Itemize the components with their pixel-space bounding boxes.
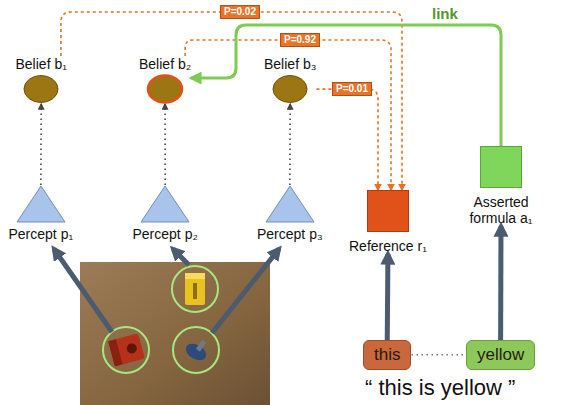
belief-label: Belief b₃: [264, 56, 316, 72]
percept-triangle: [17, 186, 65, 222]
connector: [411, 354, 466, 356]
word-box: yellow: [466, 340, 535, 370]
belief-node: Belief b₂: [139, 56, 191, 104]
percept-svg: [16, 185, 66, 223]
belief-label: Belief b₂: [139, 56, 191, 72]
percept-label: Percept p₂: [133, 226, 198, 242]
percept-label: Percept p₃: [257, 226, 323, 242]
square-shape: [480, 146, 522, 188]
belief-svg: [271, 74, 309, 104]
edge-label: P=0.02: [220, 5, 260, 19]
belief-ellipse: [24, 76, 58, 103]
edge-label: P=0.92: [280, 33, 320, 47]
percept-triangle: [266, 186, 314, 222]
belief-label: Belief b₁: [16, 56, 67, 72]
percept-triangle: [141, 186, 189, 222]
yellow-object: [185, 273, 205, 305]
red-block-hole: [126, 342, 138, 354]
formula-node: Asserted formula a₁: [459, 146, 543, 226]
utterance-text: “ this is yellow ”: [365, 375, 515, 400]
belief-node: Belief b₃: [264, 56, 316, 104]
edge-label: link: [430, 5, 460, 22]
red-block: [108, 333, 145, 366]
percept-shape: [16, 185, 66, 223]
detection-circle: [173, 327, 219, 373]
word-text: yellow: [477, 345, 524, 365]
connector: [191, 25, 501, 146]
percept-arrow: [173, 249, 189, 265]
percept-shape: [140, 185, 190, 223]
connector: [40, 104, 42, 185]
connector: [164, 104, 166, 185]
connector: [185, 40, 391, 190]
yellow-block-top: [185, 273, 205, 279]
red-object: [108, 333, 145, 366]
percept-arrow: [54, 249, 112, 332]
belief-svg: [146, 74, 184, 104]
percept-svg: [265, 185, 315, 223]
yellow-block: [185, 273, 205, 305]
connector: [385, 254, 391, 340]
word-text: this: [374, 345, 400, 365]
belief-shape: [22, 74, 60, 104]
grey-part: [196, 340, 206, 352]
percept-node: Percept p₁: [9, 185, 74, 242]
percept-arrow: [212, 249, 279, 333]
reference-node: Reference r₁: [349, 190, 427, 254]
formula-label: Asserted formula a₁: [459, 194, 543, 226]
belief-svg: [22, 74, 60, 104]
belief-ellipse: [148, 76, 182, 103]
yellow-block-slot: [193, 283, 197, 299]
belief-shape: [271, 74, 309, 104]
blue-part: [183, 340, 209, 363]
belief-node: Belief b₁: [16, 56, 67, 104]
percept-node: Percept p₂: [133, 185, 198, 242]
percept-node: Percept p₃: [257, 185, 323, 242]
connector: [61, 12, 402, 190]
belief-ellipse: [273, 76, 307, 103]
reference-label: Reference r₁: [349, 238, 427, 254]
percept-shape: [265, 185, 315, 223]
connector: [289, 104, 291, 185]
word-box: this: [363, 340, 411, 370]
table-surface: [80, 262, 270, 405]
edge-label: P=0.01: [332, 82, 372, 96]
connector: [498, 226, 503, 340]
connector: [316, 89, 378, 190]
percept-svg: [140, 185, 190, 223]
detection-circle: [103, 327, 149, 373]
red-block-side: [108, 339, 122, 366]
percept-label: Percept p₁: [9, 226, 74, 242]
detection-circle: [172, 266, 218, 312]
square-shape: [367, 190, 409, 232]
belief-shape: [146, 74, 184, 104]
blue-object: [183, 340, 209, 364]
